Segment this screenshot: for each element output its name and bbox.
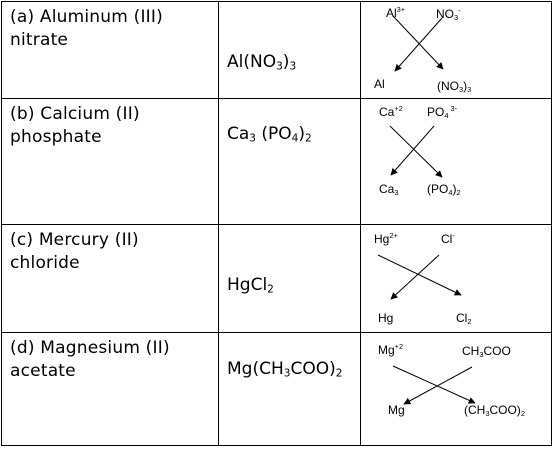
anion-symbol: PO4 3-	[427, 103, 458, 120]
result-anion: (NO3)3	[437, 79, 472, 94]
compound-formula: Mg(CH3COO)2	[227, 359, 343, 380]
compound-formula: HgCl2	[227, 275, 274, 296]
anion-symbol: Cl-	[441, 230, 455, 246]
compound-name: (c) Mercury (II) chloride	[1, 224, 219, 333]
compound-name: (b) Calcium (II) phosphate	[1, 98, 219, 225]
compound-name: (d) Magnesium (II) acetate	[1, 332, 219, 446]
crossover-diagram: Ca+2 PO4 3- Ca3 (PO4)2	[360, 98, 552, 225]
crossover-diagram: Al3+ NO3- Al (NO3)3	[360, 1, 552, 99]
table-row: (b) Calcium (II) phosphate Ca3 (PO4)2 Ca…	[1, 98, 552, 225]
result-anion: (PO4)2	[427, 182, 461, 197]
table-row: (a) Aluminum (III) nitrate Al(NO3)3 Al3+…	[1, 1, 552, 99]
cation-symbol: Al3+	[386, 4, 406, 20]
cation-charge-arrow	[392, 15, 444, 70]
cation-charge-arrow	[392, 365, 476, 404]
crossover-diagram: Mg+2 CH3COO Mg (CH3COO)2	[360, 332, 552, 446]
anion-charge-arrow	[390, 254, 440, 300]
cation-symbol: Ca+2	[379, 103, 403, 119]
crossover-arrows	[392, 365, 476, 405]
result-cation: Mg	[388, 403, 405, 417]
result-cation: Hg	[378, 311, 394, 325]
table-row: (c) Mercury (II) chloride HgCl2 Hg2+ Cl-…	[1, 224, 552, 333]
anion-charge-arrow	[390, 125, 435, 176]
compound-formula: Al(NO3)3	[227, 52, 297, 73]
crossover-diagram: Hg2+ Cl- Hg Cl2	[360, 224, 552, 333]
compound-formula: Ca3 (PO4)2	[227, 124, 312, 145]
result-cation: Ca3	[379, 182, 399, 197]
anion-charge-arrow	[394, 17, 443, 72]
crossover-arrows	[389, 125, 443, 178]
anion-charge-arrow	[403, 366, 473, 405]
crossover-arrows	[377, 254, 462, 300]
cation-symbol: Hg2+	[374, 230, 398, 246]
result-anion: Cl2	[456, 311, 472, 326]
anion-symbol: NO3-	[436, 5, 461, 22]
compound-name: (a) Aluminum (III) nitrate	[1, 1, 219, 99]
cation-charge-arrow	[389, 125, 443, 178]
result-anion: (CH3COO)2	[464, 403, 525, 418]
cation-symbol: Mg+2	[378, 341, 404, 357]
crossover-arrows	[392, 15, 444, 72]
cation-charge-arrow	[377, 254, 462, 296]
anion-symbol: CH3COO	[462, 344, 511, 359]
result-cation: Al	[374, 77, 385, 91]
table-row: (d) Magnesium (II) acetate Mg(CH3COO)2 M…	[1, 332, 552, 446]
